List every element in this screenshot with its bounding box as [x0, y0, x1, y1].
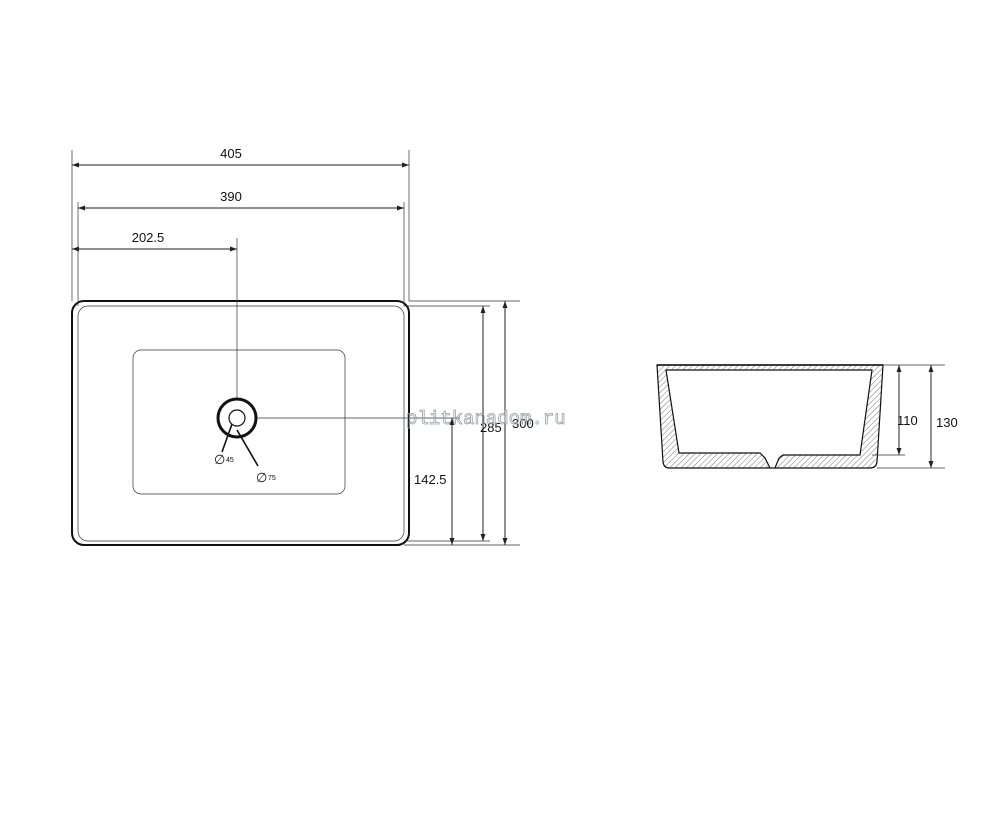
diameter-label-75: 75: [268, 475, 276, 482]
leader-line-45: [221, 423, 233, 453]
dim-label-142-5: 142.5: [414, 472, 447, 487]
dim-label-300: 300: [512, 416, 534, 431]
dim-label-202-5: 202.5: [132, 230, 165, 245]
diameter-symbol-45: ∅: [214, 452, 225, 467]
dim-label-110: 110: [897, 413, 918, 428]
bowl-inner-outline: [132, 349, 346, 495]
diameter-label-45: 45: [226, 457, 234, 464]
basin-rim-outline: [77, 305, 405, 542]
diameter-symbol-75: ∅: [256, 470, 267, 485]
dim-label-405: 405: [220, 146, 242, 161]
dim-label-390: 390: [220, 189, 242, 204]
side-view: 130 110: [656, 364, 958, 469]
watermark: plitkanadom.ru: [406, 408, 566, 430]
side-section-hatch: [656, 364, 884, 469]
dim-label-130: 130: [936, 415, 958, 430]
dim-label-285: 285: [480, 420, 502, 435]
top-view: 405 390 202.5 300 285 142.5 ∅ 45 ∅ 75: [71, 146, 534, 546]
basin-outer-outline: [71, 300, 410, 546]
drain-inner-circle: [228, 409, 246, 427]
leader-line-75: [236, 429, 259, 467]
